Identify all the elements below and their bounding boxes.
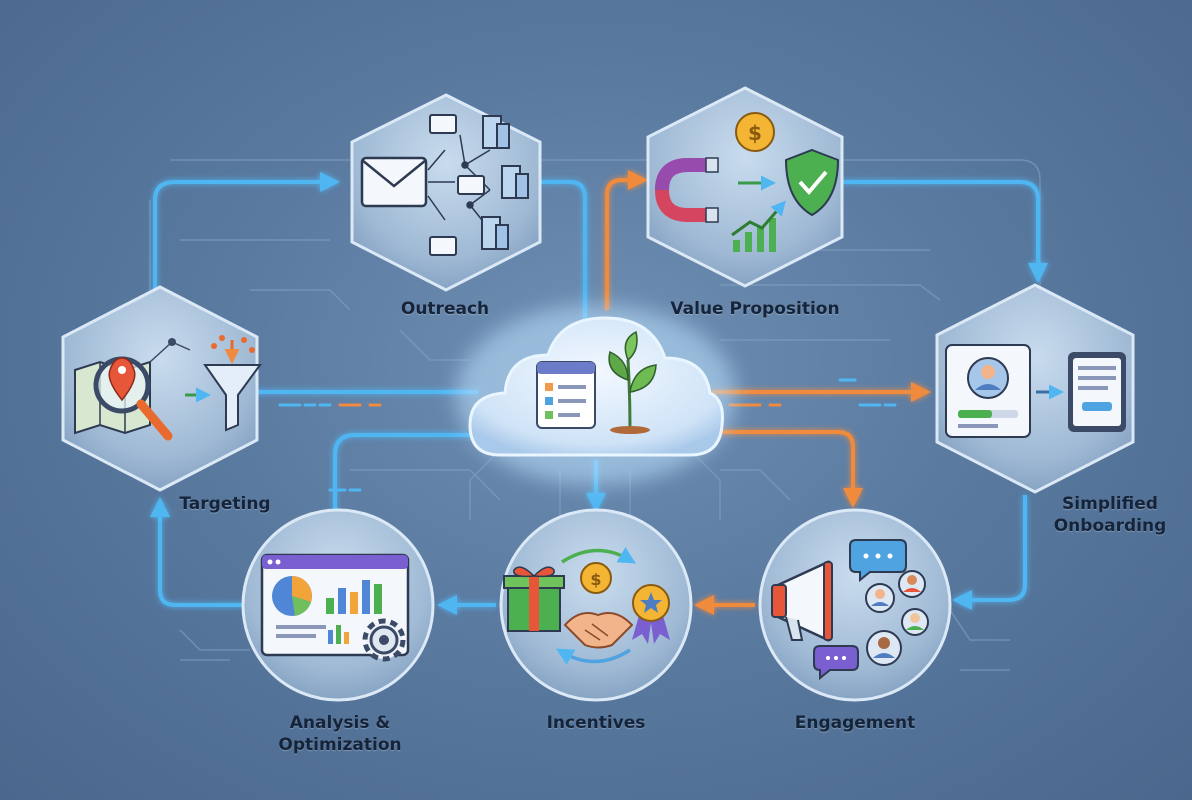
pie-chart-icon [272, 576, 312, 616]
avatar-icon [901, 608, 929, 636]
avatar-icon [898, 570, 926, 598]
value-proposition-label: Value Proposition [670, 299, 840, 319]
location-pin-icon [108, 357, 136, 402]
blue-flow-lines [150, 172, 1048, 615]
document-list-icon [536, 361, 596, 429]
label-analysis-optimization: Analysis & Optimization [255, 712, 425, 756]
handshake-icon [563, 612, 634, 649]
label-targeting: Targeting [160, 493, 290, 515]
envelope-icon [457, 175, 485, 195]
chat-bubble-icon [813, 645, 859, 681]
megaphone-icon [771, 560, 833, 642]
node-outreach [350, 93, 542, 292]
node-engagement [758, 508, 952, 702]
dash-accents [278, 378, 897, 492]
label-value-proposition: Value Proposition [655, 298, 855, 320]
building-icon [481, 115, 529, 250]
envelope-icon [360, 156, 428, 208]
targeting-label: Targeting [179, 494, 271, 514]
bar-chart-icon [276, 580, 382, 644]
gift-icon [503, 566, 565, 632]
shield-check-icon [784, 148, 840, 217]
node-analysis-optimization [241, 508, 435, 702]
award-badge-icon [632, 584, 670, 644]
circuit-traces [149, 159, 1041, 671]
outreach-label: Outreach [400, 299, 490, 319]
coin-icon: $ [735, 112, 775, 152]
incentives-label: Incentives [546, 713, 646, 733]
analysis-optimization-label-line1: Analysis & [289, 713, 391, 733]
label-incentives: Incentives [521, 712, 671, 734]
simplified-onboarding-label-line2: Onboarding [1053, 516, 1167, 536]
cloud-icon [468, 316, 724, 457]
svg-text:$: $ [590, 570, 601, 589]
coin-icon: $ [580, 562, 612, 594]
envelope-icon [429, 236, 457, 256]
profile-card-icon [945, 344, 1031, 438]
avatar-icon [865, 583, 895, 613]
node-targeting [61, 285, 262, 492]
avatar-icon [866, 630, 902, 666]
analysis-optimization-label-line2: Optimization [278, 735, 402, 755]
label-simplified-onboarding: Simplified Onboarding [1040, 493, 1180, 537]
simplified-onboarding-label-line1: Simplified [1062, 494, 1158, 514]
tablet-form-icon [1068, 352, 1126, 432]
engagement-label: Engagement [794, 713, 916, 733]
gear-icon [362, 618, 406, 662]
node-simplified-onboarding [935, 283, 1135, 494]
label-engagement: Engagement [775, 712, 935, 734]
node-incentives: $ [499, 508, 693, 702]
envelope-icon [429, 114, 457, 134]
svg-text:$: $ [748, 121, 762, 145]
node-value-proposition: $ [646, 86, 844, 288]
funnel-icon [149, 335, 262, 432]
hub-cloud [456, 305, 736, 485]
sprout-icon [608, 330, 657, 434]
magnet-icon [654, 157, 719, 223]
growth-chart-icon [731, 200, 786, 252]
chat-bubble-icon [849, 539, 907, 583]
label-outreach: Outreach [370, 298, 520, 320]
orange-flow-lines [605, 170, 931, 615]
